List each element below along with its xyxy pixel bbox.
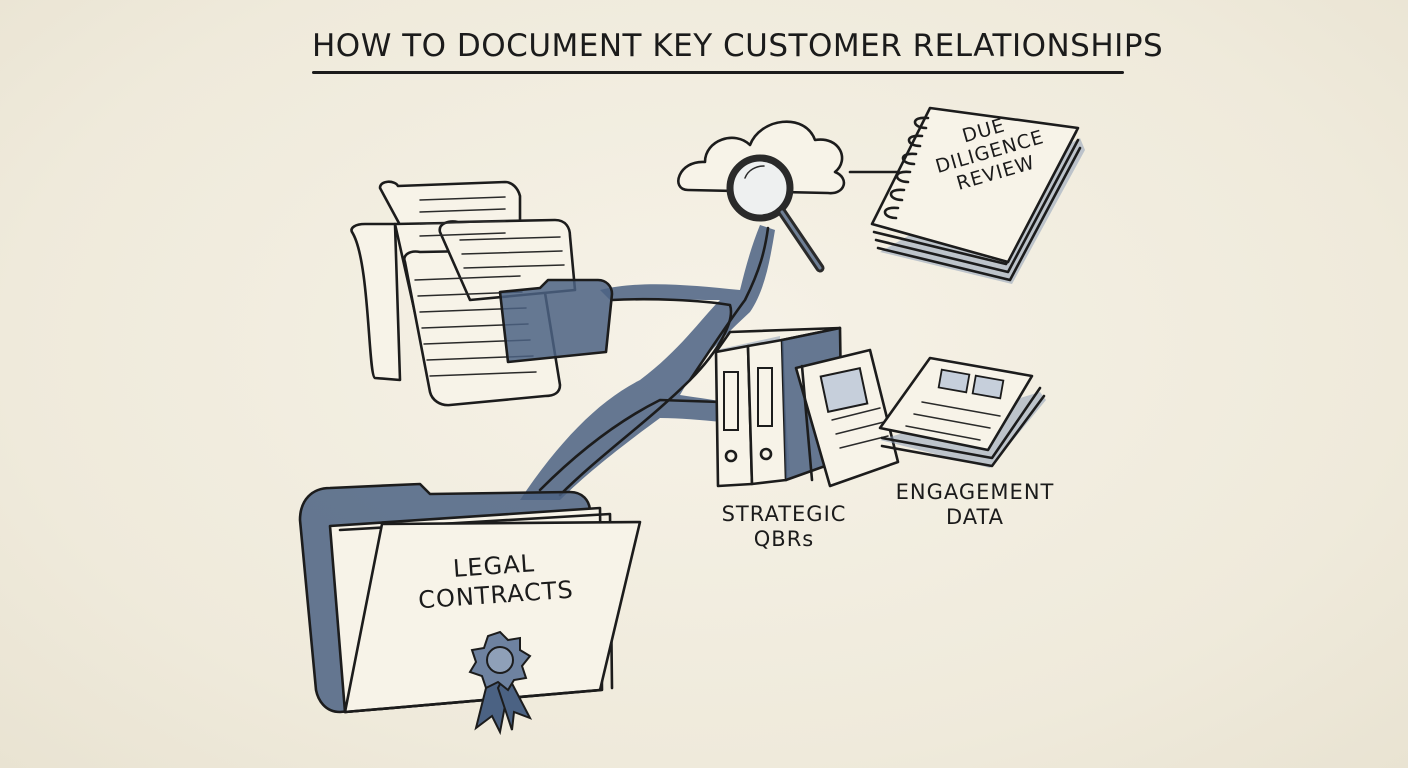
title-underline [312, 71, 1124, 74]
folder-with-ribbon-seal-icon [298, 482, 642, 736]
report-stack-icon [878, 356, 1046, 468]
cloud-search-icon [677, 120, 846, 273]
connector-paths [520, 170, 902, 500]
label-qbr-line1: Strategic [721, 502, 847, 526]
label-engagement-data: Engagement Data [880, 480, 1070, 530]
binders-icon [714, 326, 900, 488]
label-eng-line2: Data [945, 505, 1005, 530]
label-eng-line1: Engagement [895, 480, 1055, 504]
document-scrolls-folder-icon [350, 180, 614, 407]
label-strategic-qbrs: Strategic QBRs [706, 502, 862, 552]
spiral-notebook-icon [870, 106, 1085, 284]
page-title: How to Document Key Customer Relationshi… [312, 28, 1164, 64]
label-qbr-line2: QBRs [753, 527, 815, 552]
